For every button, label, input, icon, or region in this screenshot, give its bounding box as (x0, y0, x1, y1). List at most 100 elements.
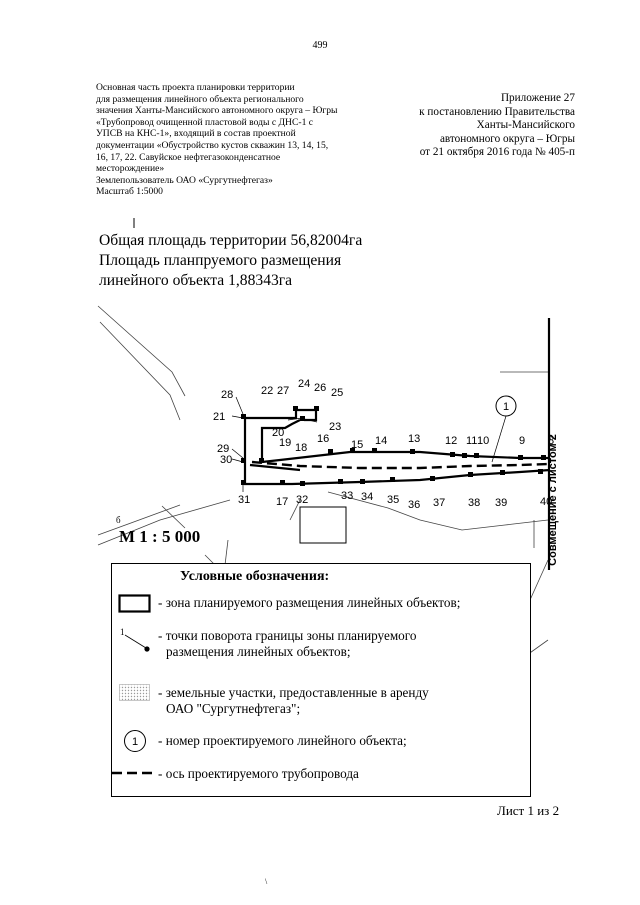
project-line: 16, 17, 22. Савуйское нефтегазоконденсат… (96, 151, 281, 163)
leased-land-icon (119, 684, 150, 701)
legend-item-text: размещения линейных объектов; (166, 644, 351, 659)
turn-point (360, 479, 365, 484)
object-number-icon: 1 (124, 730, 146, 752)
point-label: 23 (329, 421, 341, 433)
point-label: 38 (468, 497, 480, 509)
point-label: 15 (351, 439, 363, 451)
point-labels: 8 9 11 10 12 13 14 15 16 17 18 19 20 21 … (213, 378, 554, 511)
svg-text:1: 1 (120, 627, 125, 637)
object-number-circle (495, 395, 517, 417)
appendix-line: Ханты-Мансийского (476, 119, 575, 132)
point-label: 17 (276, 496, 288, 508)
point-label: 20 (272, 427, 284, 439)
pipeline-axis-icon (112, 771, 154, 775)
point-label: 36 (408, 499, 420, 511)
scale-line: Масштаб 1:5000 (96, 186, 163, 198)
legend-item-text: - точки поворота границы зоны планируемо… (158, 628, 417, 643)
project-line: УПСВ на КНС-1», входящий в состав проект… (96, 128, 296, 140)
point-label: 19 (279, 437, 291, 449)
turn-point (500, 470, 505, 475)
turn-point (300, 481, 305, 486)
area-line: Площадь планпруемого размещения (99, 252, 342, 269)
point-label: 32 (296, 494, 308, 506)
turn-points (241, 406, 546, 486)
point-label: 12 (445, 435, 457, 447)
point-label: 26 (314, 382, 326, 394)
turn-point (293, 406, 298, 411)
appendix-line: Приложение 27 (500, 92, 575, 104)
turn-point-icon: 1 (120, 627, 150, 652)
land-user-line: Землепользователь ОАО «Сургутнефтегаз» (96, 174, 273, 186)
point-label: 39 (495, 497, 507, 509)
point-label: 31 (238, 494, 250, 506)
turn-point (259, 458, 264, 463)
legend-item-text: ОАО "Сургутнефтегаз"; (166, 701, 301, 716)
turn-point (390, 477, 395, 482)
area-line: Общая площадь территории 56,82004га (99, 232, 363, 249)
point-label: 10 (477, 435, 489, 447)
point-label: 30 (220, 454, 232, 466)
legend-item-text: - земельные участки, предоставленные в а… (158, 685, 429, 700)
project-description: Основная часть проекта планировки террит… (96, 82, 396, 198)
point-label: 25 (331, 387, 343, 399)
turn-point (541, 455, 546, 460)
turn-point (314, 406, 319, 411)
turn-point (468, 472, 473, 477)
point-label: 35 (387, 494, 399, 506)
leader-lines (231, 396, 507, 492)
point-label: 16 (317, 433, 329, 445)
point-label: 29 (217, 443, 229, 455)
turn-point (241, 480, 246, 485)
point-label: 24 (298, 378, 310, 390)
legend-item-text: - зона планируемого размещения линейных … (158, 595, 461, 610)
turn-point (474, 453, 479, 458)
turn-point (338, 479, 343, 484)
point-label: 33 (341, 490, 353, 502)
svg-text:1: 1 (132, 736, 138, 748)
turn-point (518, 455, 523, 460)
area-summary: Общая площадь территории 56,82004га Площ… (99, 231, 362, 291)
zone-box-icon (118, 594, 151, 613)
map-scale: М 1 : 5 000 (119, 527, 201, 546)
legend-item-text: - номер проектируемого линейного объекта… (158, 733, 407, 748)
project-line: значения Ханты-Мансийского автономного о… (96, 105, 338, 117)
area-line: линейного объекта 1,88343га (99, 272, 293, 289)
point-label: 28 (221, 389, 233, 401)
appendix-block: Приложение 27 к постановлению Правительс… (380, 92, 575, 160)
project-line: документации «Обустройство кустов скважи… (96, 139, 329, 151)
object-number-label: 1 (503, 401, 509, 413)
point-label: 9 (519, 435, 525, 447)
project-line: Основная часть проекта планировки террит… (96, 82, 295, 93)
point-label: 14 (375, 435, 387, 447)
turn-point (538, 469, 543, 474)
turn-point (241, 458, 246, 463)
turn-point (241, 414, 246, 419)
project-line: для размещения линейного объекта региона… (96, 93, 304, 105)
point-label: 22 (261, 385, 273, 397)
turn-point (328, 449, 333, 454)
pipeline-axis (251, 460, 551, 470)
turn-point (350, 448, 355, 453)
appendix-line: к постановлению Правительства (419, 105, 575, 118)
point-label: 11 (466, 435, 477, 447)
sheet-join-label: Совмещение с листом 2 (547, 434, 559, 566)
point-label: 13 (408, 433, 420, 445)
turn-point (372, 448, 377, 453)
legend-item-text: - ось проектируемого трубопровода (158, 766, 359, 781)
turn-point (280, 480, 285, 485)
legend-title: Условные обозначения: (180, 569, 330, 584)
scan-mark: \ (265, 877, 268, 886)
project-line: месторождение» (96, 163, 165, 175)
legend: Условные обозначения: - зона планируемог… (111, 563, 531, 797)
page-number: 499 (312, 40, 328, 51)
turn-point (450, 452, 455, 457)
turn-point (410, 449, 415, 454)
appendix-line: от 21 октября 2016 года № 405-п (419, 146, 575, 159)
point-label: 34 (361, 491, 373, 503)
point-label: 21 (213, 411, 225, 423)
point-label: 27 (277, 385, 289, 397)
parcel-label: б (116, 515, 121, 525)
sheet-number: Лист 1 из 2 (497, 803, 560, 818)
building-rect (299, 506, 347, 544)
project-line: «Трубопровод очищенной пластовой воды с … (96, 116, 314, 128)
